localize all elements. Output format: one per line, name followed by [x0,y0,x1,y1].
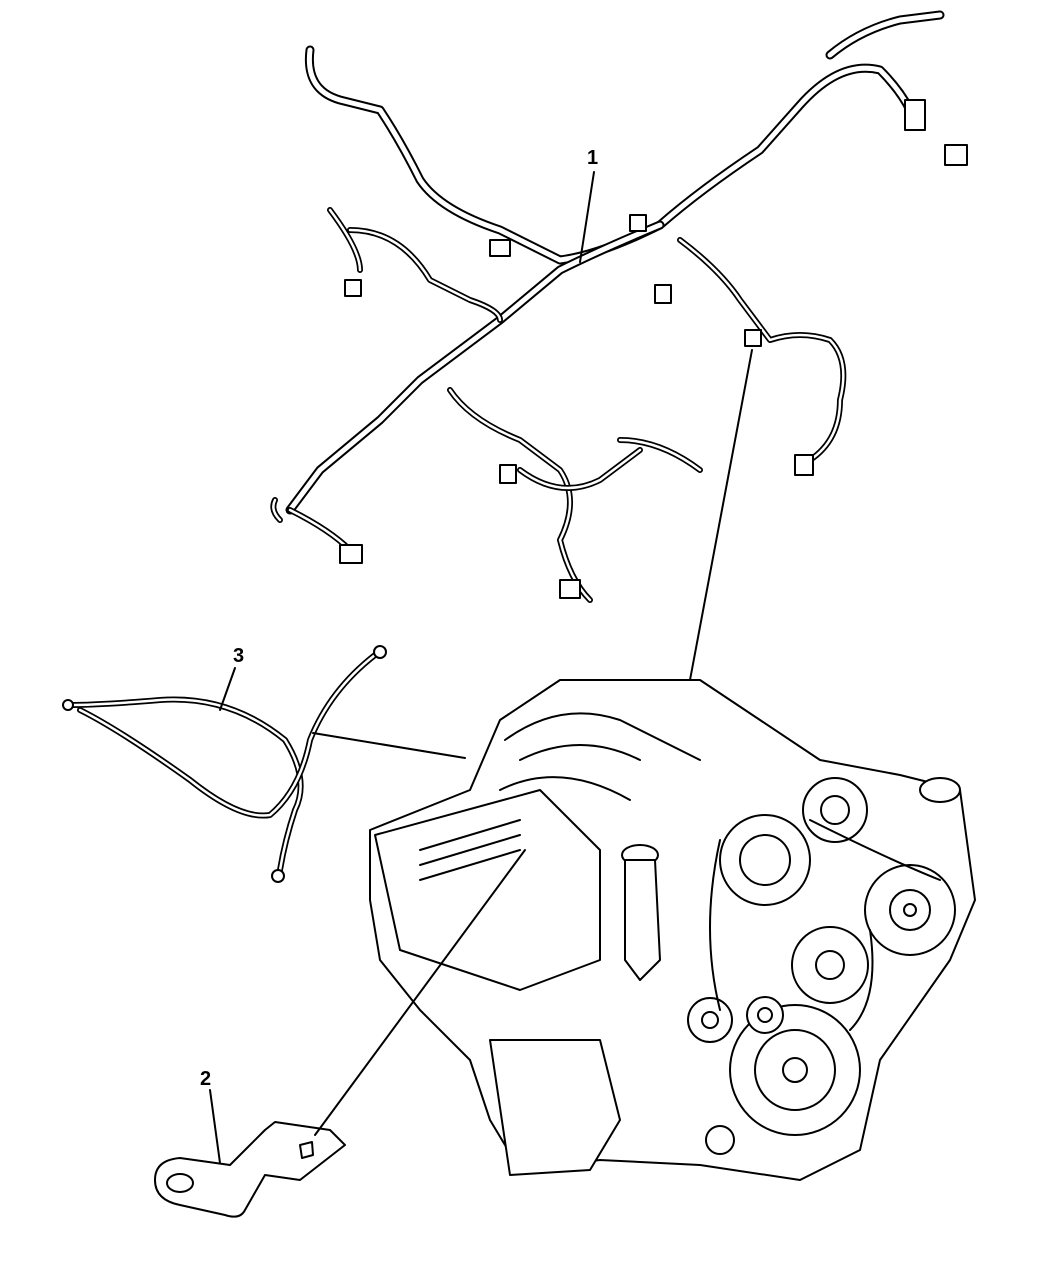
callout-2: 2 [200,1068,211,1090]
leader-lines [209,171,753,1164]
ground-cable [62,645,387,883]
wiring-harness [270,10,968,603]
callout-1: 1 [587,147,598,169]
callout-3: 3 [233,645,244,667]
bracket [154,1121,346,1218]
engine-assembly [369,679,976,1181]
